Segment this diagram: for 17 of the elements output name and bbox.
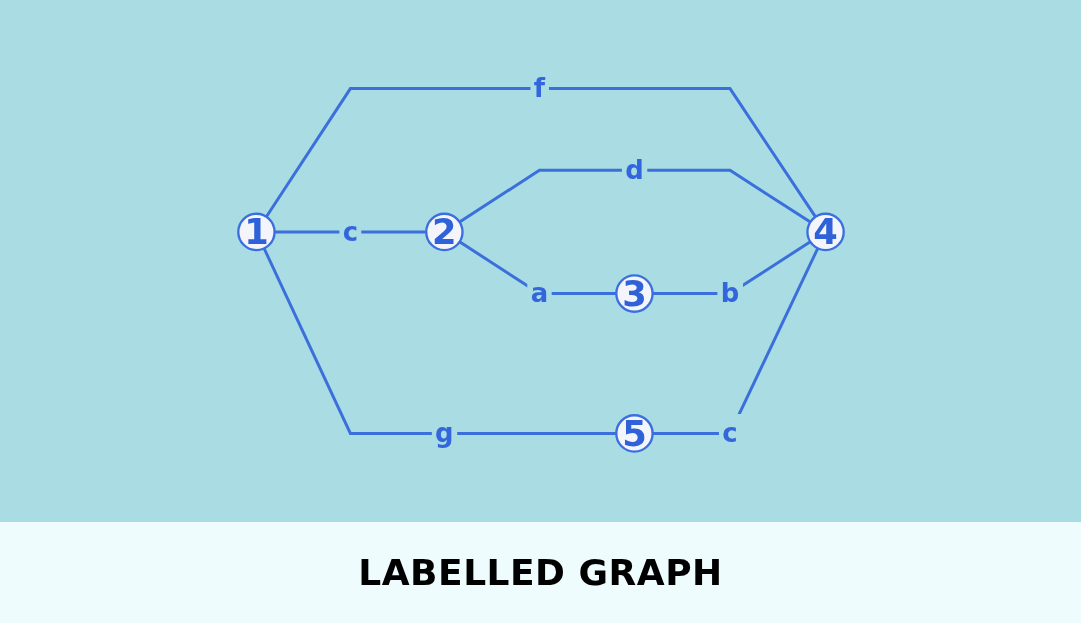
- edge-label: f: [533, 73, 545, 104]
- node-circle: 1: [236, 212, 276, 252]
- edge-label: d: [624, 155, 644, 185]
- edge-label: a: [530, 278, 548, 309]
- edge-label: c: [721, 418, 738, 449]
- node-circle: 4: [805, 212, 845, 252]
- edge-label: c: [342, 217, 358, 247]
- connector: [652, 247, 819, 435]
- connector: [262, 247, 616, 435]
- edge-label: b: [720, 278, 739, 309]
- node-circle: 3: [614, 274, 654, 313]
- edge-label: g: [434, 418, 454, 449]
- connector: [458, 168, 811, 224]
- node-circle: 2: [424, 212, 464, 252]
- node-circle: 5: [614, 414, 654, 453]
- connector: [264, 87, 817, 218]
- caption: LABELLED GRAPH: [358, 552, 723, 593]
